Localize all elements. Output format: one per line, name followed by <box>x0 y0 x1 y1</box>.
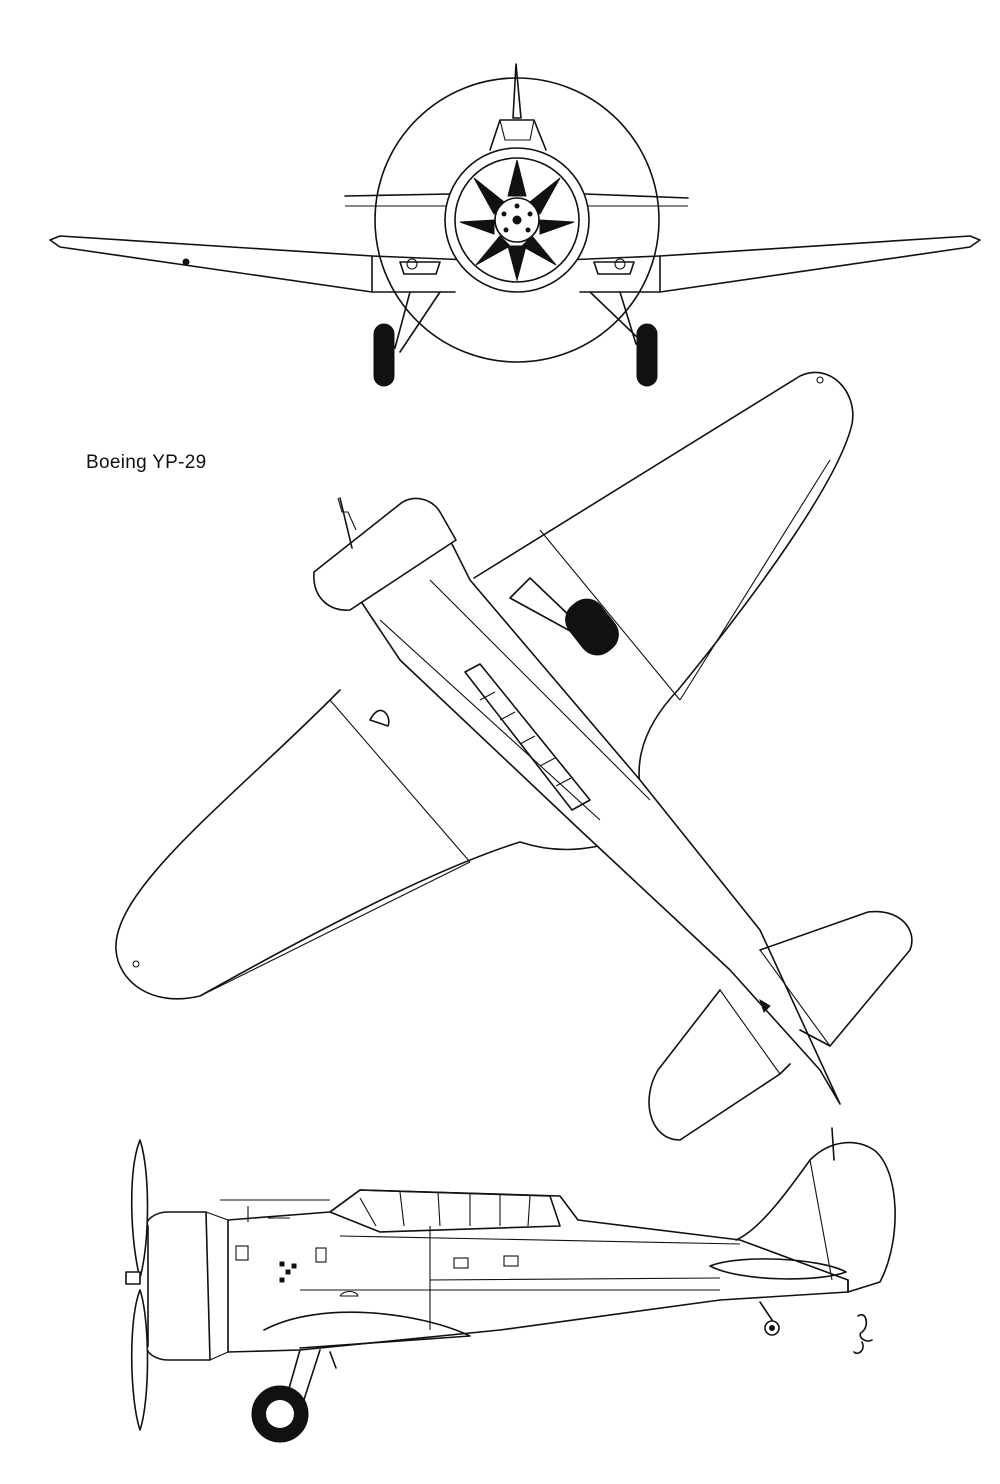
right-wing-front <box>659 235 981 293</box>
wing-planform <box>115 371 854 1000</box>
gear-struts-front <box>394 291 641 353</box>
left-wheel-front <box>373 323 395 387</box>
tailplane-front <box>344 193 689 199</box>
left-aileron-lines <box>199 699 471 997</box>
fuselage-top <box>359 539 841 1105</box>
front-view <box>49 63 981 387</box>
tail-mast <box>831 1127 835 1161</box>
right-wheel-front <box>636 323 658 387</box>
gear-well-right <box>509 577 575 633</box>
wing-root-side <box>263 1311 471 1349</box>
engine-cowling-top <box>313 497 457 611</box>
prop-spinner <box>125 1271 141 1285</box>
left-wing-front <box>49 235 373 293</box>
tailplane-side <box>709 1258 847 1280</box>
side-view <box>125 1127 896 1443</box>
fin-tip <box>512 63 522 119</box>
right-aileron-lines <box>539 459 831 701</box>
tailplane-top <box>648 910 913 1141</box>
vertical-tail <box>735 1141 896 1293</box>
top-view <box>115 371 913 1141</box>
fuselage-side <box>227 1189 849 1353</box>
canopy-front <box>489 119 547 151</box>
figure-caption: Boeing YP-29 <box>86 452 207 473</box>
engine-cowling-side <box>146 1211 211 1361</box>
artist-signature <box>853 1313 873 1355</box>
canopy-side <box>329 1189 561 1233</box>
canopy-top <box>464 663 591 811</box>
tail-wheel <box>764 1320 780 1336</box>
propeller-top <box>339 497 353 549</box>
propeller-side <box>130 1139 149 1431</box>
right-wheel-top <box>565 598 619 656</box>
